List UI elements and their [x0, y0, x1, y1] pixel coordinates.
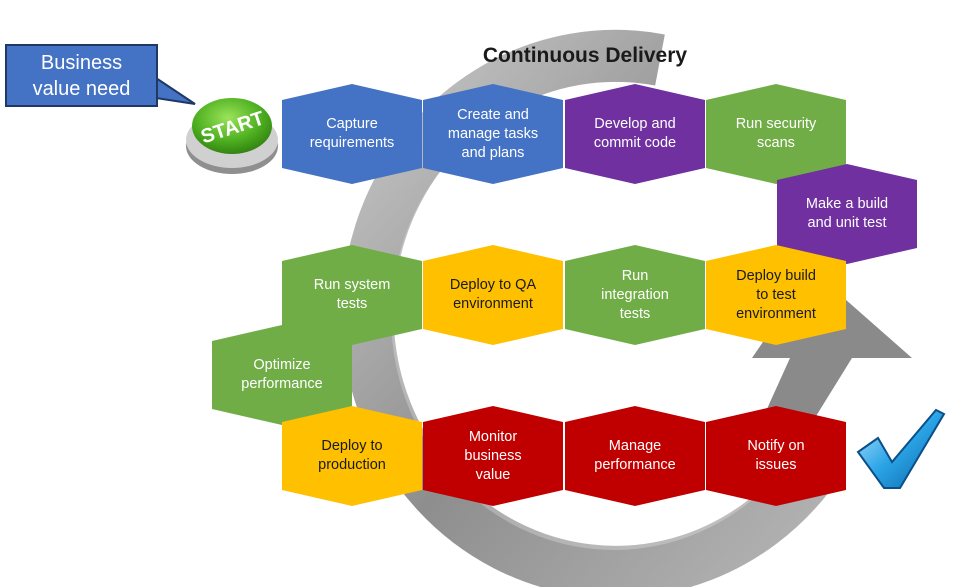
- step-manage: Manage performance: [565, 406, 705, 506]
- step-label: Run integration tests: [601, 267, 669, 324]
- step-label: Monitor business value: [464, 428, 521, 485]
- step-label-line: tests: [336, 296, 368, 312]
- step-label-line: issues: [755, 457, 797, 473]
- step-deploy-qa: Deploy to QA environment: [423, 245, 563, 345]
- step-label-line: Notify on: [747, 438, 805, 454]
- step-optimize: Optimize performance: [212, 325, 352, 425]
- step-label-line: Optimize: [253, 357, 311, 373]
- step-label: Run security scans: [736, 115, 817, 153]
- step-notify: Notify on issues: [706, 406, 846, 506]
- step-label: Notify on issues: [747, 437, 804, 475]
- step-label-line: Run system: [313, 277, 391, 293]
- step-label-line: commit code: [593, 135, 677, 151]
- step-label-line: value: [475, 466, 511, 483]
- step-label: Deploy to production: [318, 437, 386, 475]
- step-label-line: Make a build: [805, 196, 889, 212]
- step-label-line: environment: [736, 305, 816, 322]
- step-label-line: Deploy build: [736, 267, 816, 284]
- step-develop: Develop and commit code: [565, 84, 705, 184]
- step-capture: Capture requirements: [282, 84, 422, 184]
- step-label-line: Manage: [608, 438, 662, 454]
- step-label-line: requirements: [309, 135, 395, 151]
- step-label: Deploy to QA environment: [450, 276, 536, 314]
- step-label: Deploy build to test environment: [736, 267, 816, 324]
- step-deploy-prod: Deploy to production: [282, 406, 422, 506]
- step-label-line: business: [464, 447, 522, 464]
- step-label-line: Monitor: [468, 428, 518, 445]
- step-label-line: Deploy to QA: [449, 277, 537, 293]
- step-label-line: performance: [241, 376, 323, 392]
- step-label-line: Capture: [326, 116, 378, 132]
- callout-line-2: value need: [32, 78, 131, 100]
- step-system: Run system tests: [282, 245, 422, 345]
- step-label-line: environment: [453, 296, 533, 312]
- step-monitor: Monitor business value: [423, 406, 563, 506]
- step-label-line: tests: [619, 305, 651, 322]
- step-label: Create and manage tasks and plans: [448, 106, 538, 163]
- step-label: Run system tests: [314, 276, 391, 314]
- step-build: Make a build and unit test: [777, 164, 917, 264]
- business-value-callout: Business value need: [5, 44, 158, 107]
- step-label-line: production: [318, 457, 386, 473]
- step-label-line: to test: [756, 286, 796, 303]
- callout-pointer: [155, 76, 196, 105]
- step-label-line: and plans: [461, 144, 525, 161]
- step-label-line: integration: [601, 286, 669, 303]
- step-label-line: Run security: [735, 116, 817, 132]
- step-label-line: Run: [621, 267, 649, 284]
- step-label: Capture requirements: [310, 115, 395, 153]
- step-label-line: Create and: [457, 106, 529, 123]
- step-label-line: scans: [757, 135, 795, 151]
- diagram-title: Continuous Delivery: [482, 44, 688, 67]
- step-label: Manage performance: [594, 437, 675, 475]
- step-label-line: performance: [594, 457, 676, 473]
- step-integration: Run integration tests: [565, 245, 705, 345]
- step-label-line: and unit test: [807, 215, 887, 231]
- step-label-line: manage tasks: [447, 125, 539, 142]
- step-label: Make a build and unit test: [806, 195, 888, 233]
- checkmark-icon: [856, 408, 946, 489]
- step-label-line: Deploy to: [321, 438, 383, 454]
- step-label: Develop and commit code: [594, 115, 676, 153]
- step-security: Run security scans: [706, 84, 846, 184]
- start-button[interactable]: START: [186, 98, 278, 174]
- step-tasks: Create and manage tasks and plans: [423, 84, 563, 184]
- callout-line-1: Business: [40, 52, 123, 74]
- step-deploy-test: Deploy build to test environment: [706, 245, 846, 345]
- step-label: Optimize performance: [241, 356, 322, 394]
- step-label-line: Develop and: [594, 116, 676, 132]
